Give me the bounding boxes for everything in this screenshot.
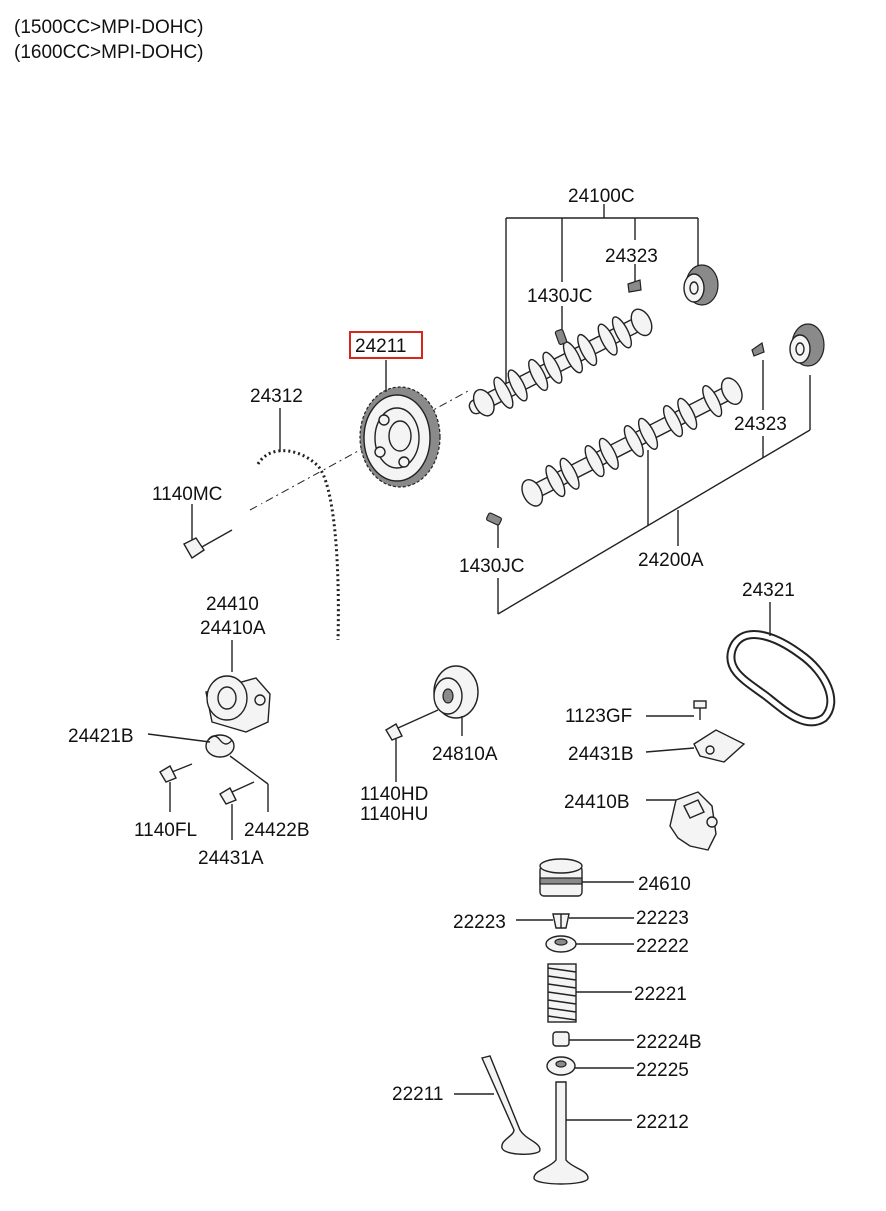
tappet-24610[interactable]	[539, 858, 583, 897]
label-22221[interactable]: 22221	[634, 984, 687, 1005]
lower-pin[interactable]	[751, 341, 765, 357]
label-1140hu[interactable]: 1140HU	[360, 804, 428, 825]
label-1430jc-top[interactable]: 1430JC	[527, 286, 593, 307]
retainer-22222[interactable]	[545, 935, 577, 953]
label-22222[interactable]: 22222	[636, 936, 689, 957]
engine-spec-line-1: (1500CC>MPI-DOHC)	[14, 17, 204, 38]
retainer-lock-22223[interactable]	[552, 913, 570, 929]
camshaft-leader-lines	[497, 204, 811, 615]
label-22223-right[interactable]: 22223	[636, 908, 689, 929]
label-24410b[interactable]: 24410B	[564, 792, 630, 813]
label-24323-right[interactable]: 24323	[734, 414, 787, 435]
idler-24810a[interactable]	[433, 665, 479, 719]
label-24321[interactable]: 24321	[742, 580, 795, 601]
lower-cam-sprocket[interactable]	[789, 323, 825, 367]
chain-24321[interactable]	[726, 630, 836, 727]
exhaust-valve-22212[interactable]	[533, 1081, 589, 1185]
lower-camshaft[interactable]	[516, 372, 747, 512]
label-24422b[interactable]: 24422B	[244, 820, 310, 841]
leader-24422b	[229, 755, 269, 785]
label-22224b[interactable]: 22224B	[636, 1032, 702, 1053]
label-24431a[interactable]: 24431A	[198, 848, 264, 869]
spring-24421b[interactable]	[205, 734, 235, 758]
selected-part-highlight	[349, 331, 423, 359]
stem-seal-22224b[interactable]	[552, 1031, 570, 1047]
spring-seat-22225[interactable]	[546, 1056, 576, 1076]
upper-cam-sprocket[interactable]	[683, 264, 719, 306]
label-1140hd[interactable]: 1140HD	[360, 784, 428, 805]
label-22212[interactable]: 22212	[636, 1112, 689, 1133]
auto-tensioner-24410b[interactable]	[669, 791, 718, 851]
bolt-1140hd[interactable]	[385, 709, 439, 741]
upper-pin[interactable]	[627, 279, 642, 293]
upper-camshaft[interactable]	[463, 303, 658, 425]
bolt-1140mc[interactable]	[183, 529, 233, 559]
bolt-1123gf[interactable]	[693, 700, 707, 720]
engine-spec-line-2: (1600CC>MPI-DOHC)	[14, 42, 204, 63]
lower-key[interactable]	[486, 512, 502, 526]
label-1140fl[interactable]: 1140FL	[134, 820, 197, 841]
guide-24431b[interactable]	[693, 729, 746, 763]
label-24421b[interactable]: 24421B	[68, 726, 134, 747]
label-22225[interactable]: 22225	[636, 1060, 689, 1081]
leader-24421b	[147, 733, 211, 743]
tensioner-24410[interactable]	[205, 675, 271, 733]
pulley-axis	[249, 389, 471, 511]
label-1123gf[interactable]: 1123GF	[565, 706, 632, 727]
engine-spec-header: (1500CC>MPI-DOHC) (1600CC>MPI-DOHC)	[14, 15, 204, 65]
label-24323-top[interactable]: 24323	[605, 246, 658, 267]
label-24610[interactable]: 24610	[638, 874, 691, 895]
label-1140mc[interactable]: 1140MC	[152, 484, 222, 505]
label-24100c[interactable]: 24100C	[568, 186, 635, 207]
cam-timing-pulley[interactable]	[359, 386, 441, 488]
intake-valve-22211[interactable]	[481, 1055, 541, 1155]
timing-belt[interactable]	[253, 448, 342, 794]
label-24200a[interactable]: 24200A	[638, 550, 704, 571]
label-24810a[interactable]: 24810A	[432, 744, 498, 765]
label-22223-left[interactable]: 22223	[453, 912, 506, 933]
bolt-1140fl[interactable]	[159, 763, 193, 783]
label-24410a[interactable]: 24410A	[200, 618, 266, 639]
label-24431b[interactable]: 24431B	[568, 744, 634, 765]
label-22211[interactable]: 22211	[392, 1084, 443, 1105]
label-1430jc-bottom[interactable]: 1430JC	[459, 556, 525, 577]
bolt-24431a[interactable]	[219, 781, 255, 805]
valve-spring-22221[interactable]	[547, 963, 577, 1023]
label-24211[interactable]: 24211	[355, 336, 406, 357]
label-24312[interactable]: 24312	[250, 386, 303, 407]
upper-key[interactable]	[554, 329, 568, 345]
leader-24431b	[645, 747, 695, 753]
label-24410[interactable]: 24410	[206, 594, 259, 615]
